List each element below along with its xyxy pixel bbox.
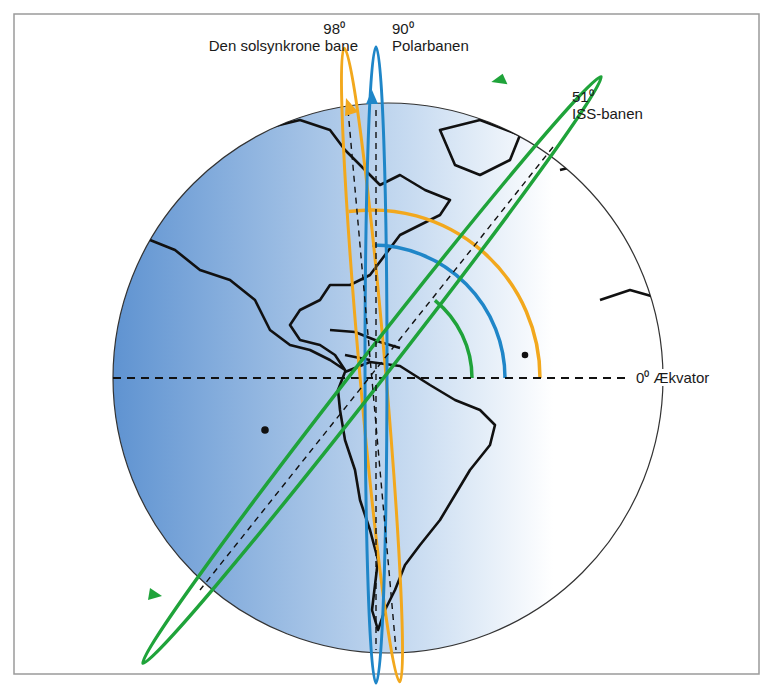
angle-arc [435, 300, 472, 378]
continents [115, 120, 665, 630]
arrowhead [491, 73, 509, 91]
orbit-label: Den solsynkrone bane [209, 37, 358, 54]
orbit-label: Polarbanen [392, 37, 469, 54]
arrowhead [148, 588, 162, 600]
ground-track [348, 110, 396, 650]
ground-track [200, 147, 553, 590]
iss-orbit [132, 68, 612, 672]
ground-track [375, 110, 376, 650]
orbit-label: ISS-banen [572, 105, 643, 122]
orbit-label: 98⁰ [323, 20, 345, 37]
equator-label: 0⁰ Ækvator [634, 369, 711, 386]
arrowhead [345, 98, 358, 116]
orbit-label: 51⁰ [572, 88, 594, 105]
arrowhead [366, 90, 378, 104]
equator-line [113, 377, 628, 379]
polar-orbit [365, 47, 387, 683]
sun-synchronous-orbit [331, 47, 412, 683]
orbit-label: 90⁰ [392, 20, 414, 37]
